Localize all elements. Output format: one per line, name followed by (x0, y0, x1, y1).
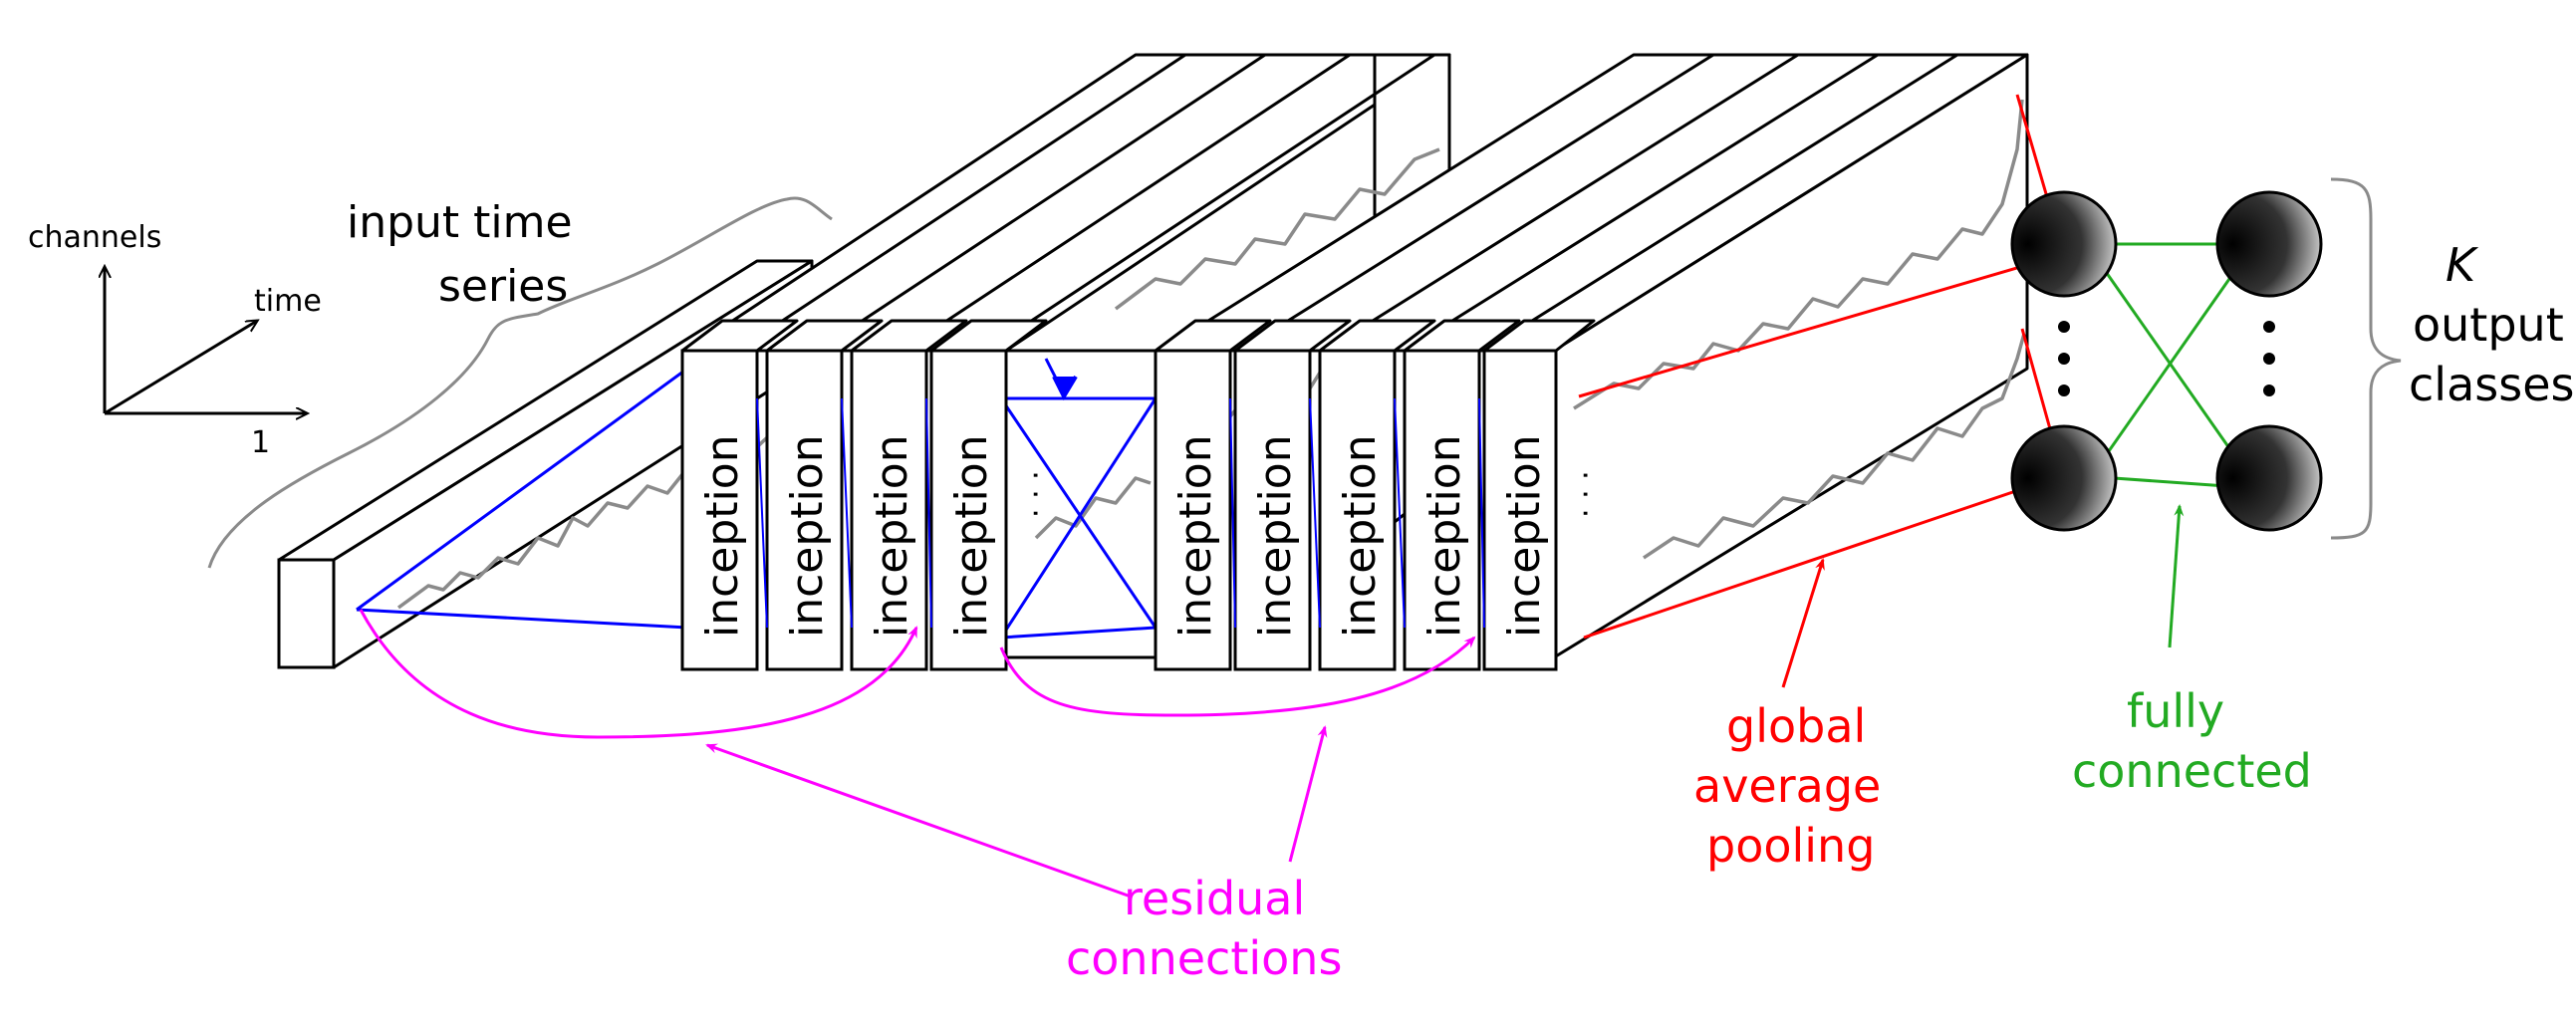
gap-ellipsis: · · · (1019, 470, 1054, 518)
output-classes-label-line2: classes (2409, 358, 2574, 411)
inception-block: inception (765, 319, 884, 671)
output-classes-brace (2330, 177, 2402, 540)
fully-connected-lines (2102, 242, 2238, 648)
inception-label: inception (946, 434, 997, 638)
gap-label-line3: pooling (1706, 819, 1875, 873)
neuron (2010, 424, 2118, 532)
inception-block: inception (1318, 319, 1436, 671)
residual-connections (359, 609, 1476, 899)
time-axis (104, 321, 257, 415)
k-symbol: K (2446, 238, 2479, 292)
inception-label: inception (1335, 434, 1386, 638)
neuron (2215, 190, 2323, 298)
pooling-layer-neurons (2010, 190, 2118, 532)
time-label: time (254, 284, 322, 319)
residual-pointer-1 (705, 743, 1132, 899)
inception-label: inception (697, 434, 748, 638)
input-time-series-label-line1: input time (347, 197, 573, 248)
inception-label: inception (782, 434, 833, 638)
neuron (2010, 190, 2118, 298)
channels-label: channels (28, 220, 161, 255)
fc-label-line1: fully (2127, 684, 2224, 738)
residual-arc-2 (999, 636, 1476, 717)
one-label: 1 (251, 425, 270, 460)
inception-block: inception (680, 319, 799, 671)
inception-block: inception (929, 319, 1048, 671)
gap-convolution-lines (999, 396, 1158, 640)
gap-label-line2: average (1693, 759, 1881, 813)
input-convolution-lines (356, 367, 688, 630)
inception-block: inception (1403, 319, 1521, 671)
input-time-series-brace (207, 196, 833, 569)
residual-label-line1: residual (1124, 872, 1305, 925)
residual-label-line2: connections (1066, 931, 1342, 985)
inception-group-1: inception inception inception inception (680, 319, 1048, 671)
neuron (2215, 424, 2323, 532)
residual-arc-1 (359, 609, 918, 739)
inception-label: inception (1170, 434, 1221, 638)
axes: channels time 1 (28, 220, 322, 460)
output-classes-label-line1: output (2413, 298, 2564, 352)
inception-label: inception (1419, 434, 1470, 638)
input-time-series-label-line2: series (438, 261, 568, 312)
group2-ellipsis: · · · (1569, 470, 1604, 518)
gap-slab: · · · (999, 349, 1158, 659)
inception-label: inception (1499, 434, 1550, 638)
inception-block: inception (1154, 319, 1272, 671)
inception-group-2: inception inception inception inception … (1154, 319, 1604, 671)
fc-label-line2: connected (2072, 744, 2312, 798)
inception-block: inception (850, 319, 968, 671)
residual-pointer-2 (1288, 725, 1328, 863)
inception-label: inception (1250, 434, 1301, 638)
inception-label: inception (867, 434, 917, 638)
gap-label-line1: global (1726, 699, 1866, 753)
inception-block: inception (1482, 319, 1596, 671)
inception-block: inception (1233, 319, 1352, 671)
output-layer-neurons (2215, 190, 2323, 532)
